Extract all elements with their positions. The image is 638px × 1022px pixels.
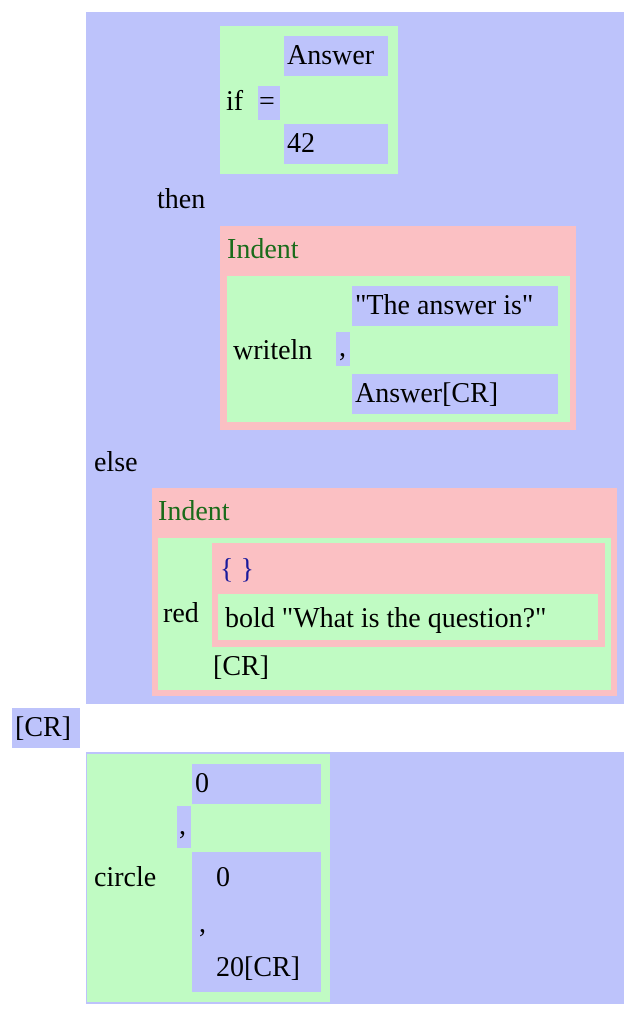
circle-arg1[interactable] (192, 764, 321, 804)
if-keyword: if (226, 88, 243, 116)
writeln-arg2-label: Answer[CR] (355, 380, 498, 408)
writeln-keyword: writeln (233, 337, 312, 365)
then-indent-label: Indent (227, 236, 299, 264)
circle-arg2-label: 0 (216, 864, 230, 892)
circle-keyword: circle (94, 864, 156, 892)
equals-operator-label: = (259, 88, 275, 116)
then-keyword: then (157, 186, 205, 214)
left-operand-label: Answer (287, 42, 374, 70)
writeln-separator-label: , (339, 334, 346, 362)
circle-separator1-label: , (179, 812, 186, 840)
bold-text-label: bold "What is the question?" (225, 605, 546, 633)
writeln-arg1-label: "The answer is" (355, 292, 533, 320)
top-cr-label: [CR] (15, 714, 71, 742)
circle-arg3-label: 20[CR] (216, 954, 300, 982)
else-keyword: else (94, 449, 138, 477)
else-indent-label: Indent (158, 498, 230, 526)
red-cr-label: [CR] (213, 653, 269, 681)
circle-arg1-label: 0 (195, 770, 209, 798)
braces-label: { } (220, 556, 254, 584)
right-operand-label: 42 (287, 130, 315, 158)
circle-separator2-label: , (199, 910, 206, 938)
red-keyword: red (163, 600, 199, 628)
